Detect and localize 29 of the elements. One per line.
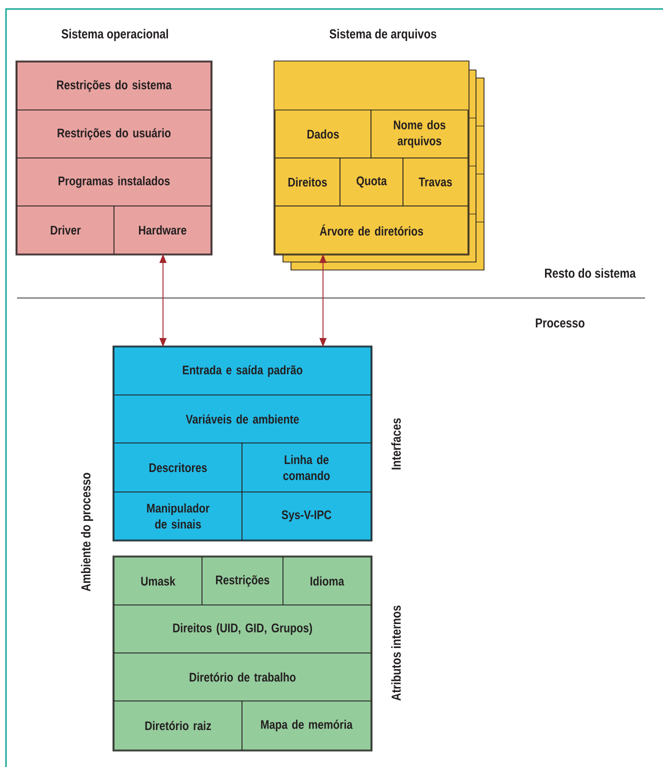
table-cell: Travas	[402, 158, 468, 206]
table-cell: Diretório raiz	[114, 700, 242, 750]
node-label: Interfaces	[391, 418, 401, 470]
table-cell: Idioma	[282, 556, 372, 606]
node-label: Atributos internos	[391, 606, 401, 701]
table-cell: Diretório de trabalho	[114, 652, 372, 702]
table-cell: Variáveis de ambiente	[114, 394, 372, 444]
table-cell: Dados	[274, 110, 372, 158]
node-label: Sistema de arquivos	[330, 28, 436, 42]
table-cell: Programas instalados	[16, 158, 212, 206]
node-label: Sistema operacional	[62, 28, 168, 42]
table-cell: Sys-V-IPC	[242, 492, 372, 540]
table-cell: Mapa de memória	[242, 700, 372, 750]
table-cell: Direitos	[274, 158, 340, 206]
section-label: Ambiente do processo	[80, 472, 94, 592]
section-label: Resto do sistema	[545, 268, 636, 278]
table-cell: Restrições	[202, 556, 284, 606]
table-cell: Restrições do usuário	[16, 110, 212, 158]
table-cell: Driver	[16, 206, 114, 254]
table-cell: Nome dos arquivos	[370, 110, 468, 158]
table-cell: Entrada e saída padrão	[114, 346, 372, 396]
table-cell: Linha de comando	[242, 442, 372, 492]
table-cell: Quota	[340, 158, 404, 206]
table-cell: Umask	[114, 556, 202, 606]
table-cell: Descritores	[114, 442, 242, 492]
table-cell: Manipulador de sinais	[114, 492, 242, 540]
table-cell: Hardware	[114, 206, 212, 254]
section-label: Processo	[536, 318, 584, 328]
table-cell: Restrições do sistema	[16, 62, 212, 110]
